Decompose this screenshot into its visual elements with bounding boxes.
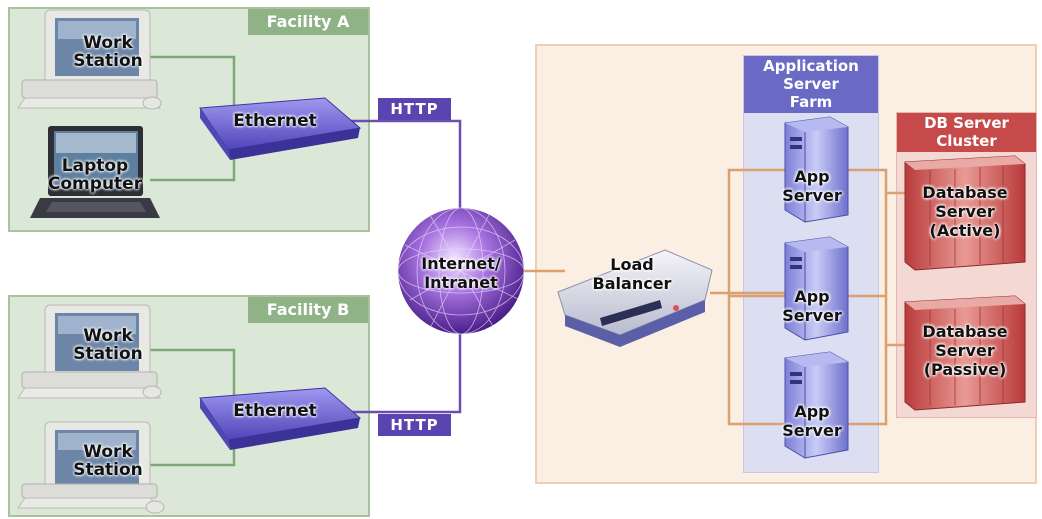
db-server-passive-label: Database Server (Passive) xyxy=(922,322,1008,379)
workstation-b1-graphic xyxy=(17,304,162,399)
app-server-1-graphic xyxy=(784,116,849,223)
db-server-passive-graphic xyxy=(904,295,1026,411)
app-server-1-label: App Server xyxy=(782,167,842,205)
workstation-b1-label: Work Station xyxy=(73,326,143,364)
http-label-top: HTTP xyxy=(378,98,451,120)
db-server-active-label: Database Server (Active) xyxy=(922,183,1008,240)
app-server-3-graphic xyxy=(784,351,849,459)
db-server-cluster-title: DB Server Cluster xyxy=(897,113,1036,152)
db-server-active-graphic xyxy=(904,155,1026,271)
laptop-a-graphic xyxy=(30,126,160,218)
load-balancer-label: Load Balancer xyxy=(592,255,672,293)
http-label-bottom: HTTP xyxy=(378,414,451,436)
facility-a-title: Facility A xyxy=(248,9,368,35)
app-server-farm-title: Application Server Farm xyxy=(744,56,878,113)
load-balancer-graphic xyxy=(557,249,713,347)
workstation-a-graphic xyxy=(17,9,162,110)
ethernet-b-graphic xyxy=(199,387,362,450)
ethernet-b-label: Ethernet xyxy=(233,401,317,421)
workstation-b2-graphic xyxy=(17,421,165,514)
ethernet-a-graphic xyxy=(199,97,362,160)
laptop-a-label: Laptop Computer xyxy=(47,156,143,194)
app-server-2-label: App Server xyxy=(782,287,842,325)
ethernet-a-label: Ethernet xyxy=(233,111,317,131)
internet-label: Internet/ Intranet xyxy=(421,254,501,292)
app-server-2-graphic xyxy=(784,236,849,341)
app-server-3-label: App Server xyxy=(782,402,842,440)
workstation-a-label: Work Station xyxy=(73,33,143,71)
internet-globe-graphic xyxy=(397,207,525,335)
http-links xyxy=(320,119,462,414)
facility-b-title: Facility B xyxy=(248,297,368,323)
workstation-b2-label: Work Station xyxy=(73,442,143,480)
